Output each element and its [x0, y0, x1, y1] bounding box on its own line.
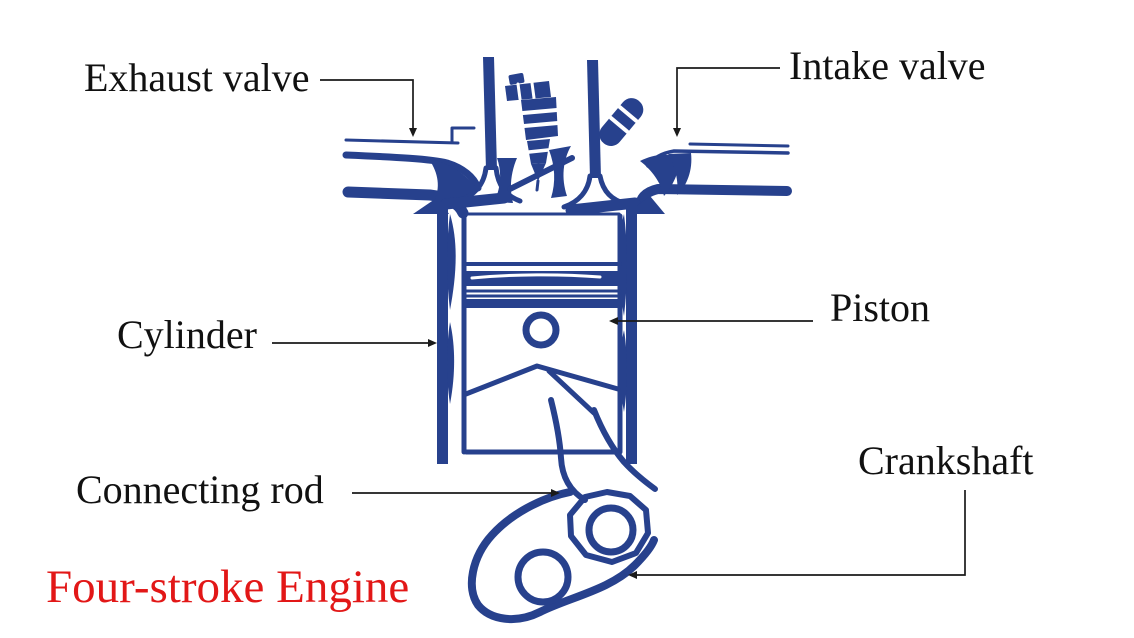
valve-rocker: [599, 98, 644, 147]
wrist-pin: [522, 311, 560, 349]
label-piston: Piston: [830, 285, 931, 330]
intake-port: [635, 142, 792, 213]
cylinder-head: [413, 146, 665, 216]
spark-plug: [505, 73, 560, 192]
leader-cylinder: [272, 339, 437, 347]
piston-part: [461, 213, 623, 455]
label-intake-valve: Intake valve: [789, 43, 986, 88]
label-cylinder: Cylinder: [117, 312, 257, 357]
label-connecting-rod: Connecting rod: [76, 467, 324, 512]
intake-valve-part: [561, 60, 641, 216]
label-exhaust-valve: Exhaust valve: [84, 55, 310, 100]
leader-crankshaft: [628, 490, 966, 579]
leader-connecting-rod: [352, 489, 560, 497]
leader-exhaust-valve: [320, 79, 417, 137]
leader-piston: [609, 317, 813, 325]
crankshaft-part: [467, 488, 658, 623]
cylinder-part: [437, 204, 637, 464]
leader-intake-valve: [673, 67, 780, 137]
diagram-title: Four-stroke Engine: [46, 561, 410, 613]
label-crankshaft: Crankshaft: [858, 438, 1034, 483]
